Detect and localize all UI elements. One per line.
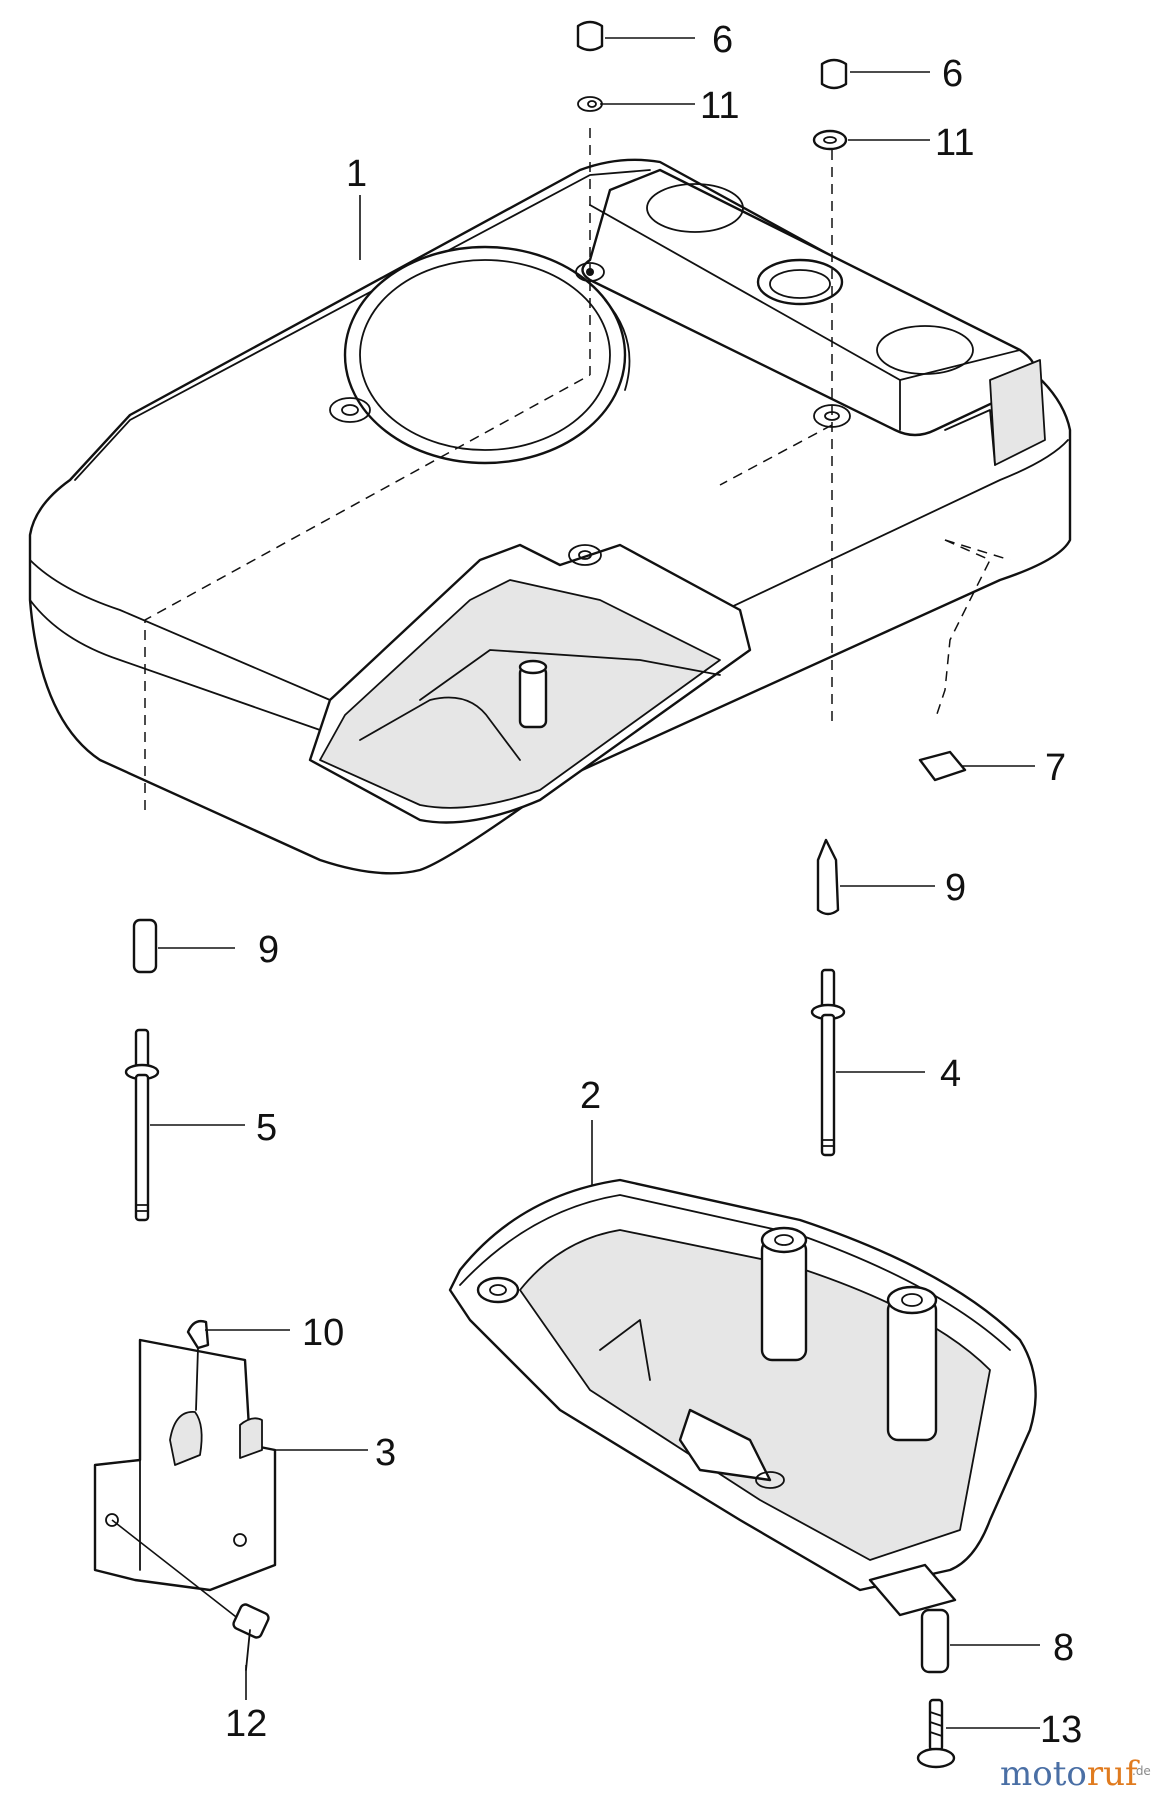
socket-left: [329, 397, 371, 423]
callout-1: 1: [346, 153, 367, 195]
callout-11-left: 11: [700, 85, 739, 127]
callout-5: 5: [256, 1107, 277, 1149]
callout-11-right: 11: [935, 122, 974, 164]
callout-8: 8: [1053, 1627, 1074, 1669]
watermark-part2: ruf: [1087, 1754, 1140, 1794]
callout-10: 10: [302, 1312, 344, 1354]
callout-2: 2: [580, 1075, 601, 1117]
part-9-pin-left: [132, 918, 158, 974]
part-4-bolt: [810, 968, 846, 1157]
callout-9-right: 9: [945, 867, 966, 909]
part-7-clip: [918, 750, 967, 782]
watermark-logo: motoruf .de: [1000, 1754, 1151, 1794]
part-11-washer-left: [577, 96, 603, 112]
callout-6-right: 6: [942, 53, 963, 95]
callout-3: 3: [375, 1432, 396, 1474]
callout-13: 13: [1040, 1709, 1082, 1751]
callout-4: 4: [940, 1053, 961, 1095]
part-11-washer-right: [812, 129, 848, 151]
part-9-pin-right: [816, 838, 840, 916]
part-5-bolt: [124, 1028, 160, 1222]
part-10-clip: [186, 1319, 210, 1411]
callout-7: 7: [1045, 747, 1066, 789]
socket-front: [568, 544, 602, 566]
part-8-pin: [920, 1608, 950, 1674]
part-6-cap-right: [820, 58, 848, 90]
callout-labels: 1 6 11 6 11 7 9 9 4 5 2 10 3 8 13 12: [225, 19, 1082, 1751]
watermark-suffix: .de: [1132, 1764, 1151, 1778]
watermark-part1: moto: [1000, 1754, 1087, 1794]
part-1-upper-housing: [28, 158, 1072, 875]
callout-12: 12: [225, 1703, 267, 1745]
part-3-bracket: [93, 1338, 277, 1621]
part-12-screw: [232, 1603, 270, 1671]
callout-6-left: 6: [712, 19, 733, 61]
part-13-screw: [916, 1698, 956, 1769]
part-6-cap-left: [576, 20, 604, 52]
part-2-lower-tray: [448, 1178, 1037, 1617]
assembly-lines: [144, 128, 1011, 810]
callout-9-left: 9: [258, 929, 279, 971]
svg-text:motoruf: motoruf: [1000, 1754, 1140, 1794]
leader-lines: [150, 37, 1040, 1729]
